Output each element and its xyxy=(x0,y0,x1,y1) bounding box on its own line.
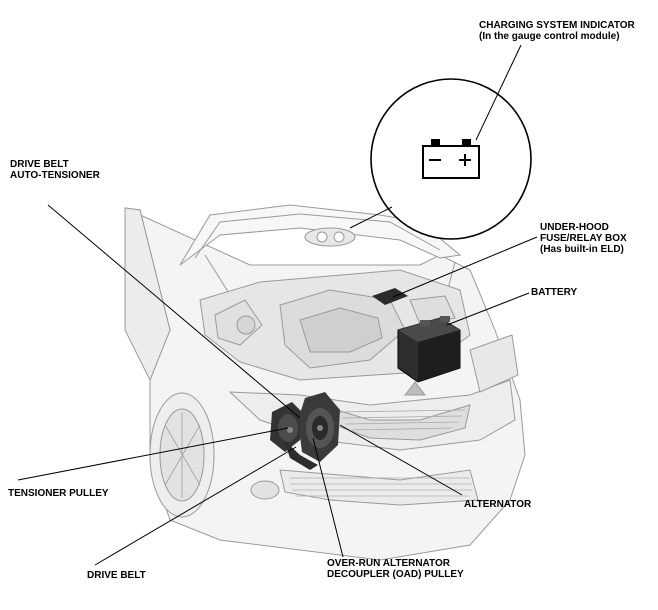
label-fuse-box: UNDER-HOOD FUSE/RELAY BOX (Has built-in … xyxy=(540,222,627,255)
label-charging-indicator: CHARGING SYSTEM INDICATOR (In the gauge … xyxy=(479,20,635,42)
leader-oad-pulley xyxy=(312,437,344,558)
label-alternator-text: ALTERNATOR xyxy=(464,499,532,510)
label-oad-pulley: OVER-RUN ALTERNATOR DECOUPLER (OAD) PULL… xyxy=(327,558,464,580)
label-oad-pulley-line2: DECOUPLER (OAD) PULLEY xyxy=(327,569,464,580)
label-fuse-box-line3: (Has built-in ELD) xyxy=(540,244,624,255)
label-tensioner-pulley-text: TENSIONER PULLEY xyxy=(8,488,109,499)
battery-part xyxy=(397,316,461,383)
leader-callout-gauge xyxy=(349,206,393,229)
leader-auto-tensioner xyxy=(47,204,301,419)
label-charging-indicator-line2: (In the gauge control module) xyxy=(479,31,620,42)
label-fuse-box-line1: UNDER-HOOD xyxy=(540,222,609,233)
label-charging-indicator-line1: CHARGING SYSTEM INDICATOR xyxy=(479,20,635,31)
label-battery-text: BATTERY xyxy=(531,287,578,298)
label-auto-tensioner: DRIVE BELT AUTO-TENSIONER xyxy=(10,159,100,181)
leader-battery xyxy=(446,292,530,326)
leader-tensioner-pulley xyxy=(17,427,289,481)
label-oad-pulley-line1: OVER-RUN ALTERNATOR xyxy=(327,558,450,569)
leader-fuse-box xyxy=(392,236,538,298)
label-drive-belt-text: DRIVE BELT xyxy=(87,570,146,581)
label-auto-tensioner-line2: AUTO-TENSIONER xyxy=(10,170,100,181)
label-battery: BATTERY xyxy=(531,287,577,298)
label-tensioner-pulley: TENSIONER PULLEY xyxy=(8,488,109,499)
leader-alternator xyxy=(339,424,463,496)
leader-lines xyxy=(17,44,538,566)
label-alternator: ALTERNATOR xyxy=(464,499,531,510)
label-auto-tensioner-line1: DRIVE BELT xyxy=(10,159,69,170)
leader-drive-belt xyxy=(94,446,297,566)
fuse-relay-box xyxy=(372,288,408,305)
leader-charging-indicator xyxy=(475,44,522,141)
label-drive-belt: DRIVE BELT xyxy=(87,570,146,581)
indicator-callout xyxy=(370,78,532,240)
label-fuse-box-line2: FUSE/RELAY BOX xyxy=(540,233,627,244)
